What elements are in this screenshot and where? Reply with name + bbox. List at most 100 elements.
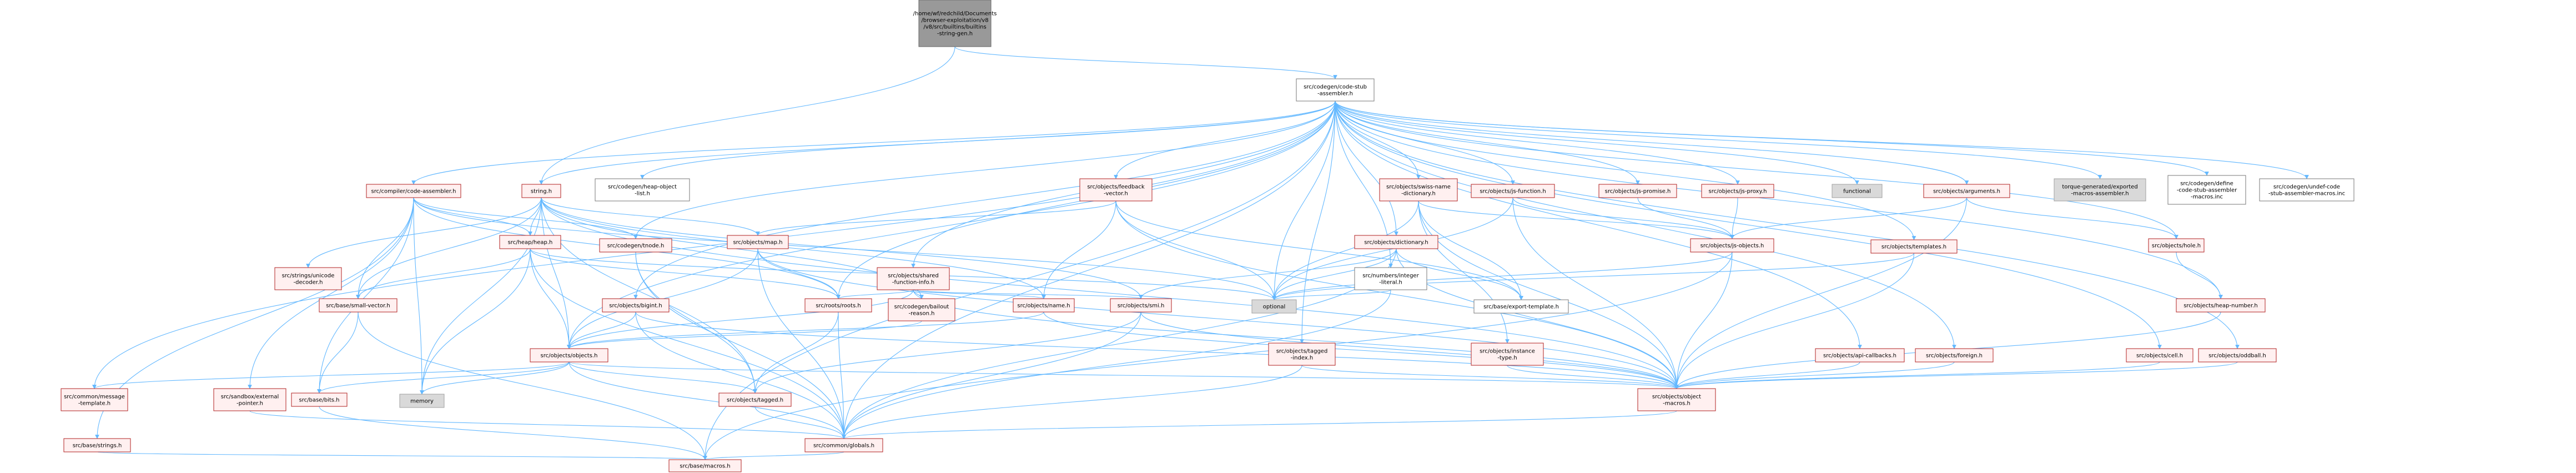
node-api-callbacks[interactable]: src/objects/api-callbacks.h	[1815, 348, 1905, 363]
node-box	[521, 184, 561, 198]
edge-arguments-to-hole	[1966, 197, 2178, 239]
node-tnode[interactable]: src/codegen/tnode.h	[599, 238, 672, 253]
node-torque[interactable]: torque-generated/exported-macros-assembl…	[2054, 178, 2146, 202]
edge-templates-to-object_macros	[1674, 253, 1915, 389]
node-objects[interactable]: src/objects/objects.h	[530, 348, 608, 363]
node-box	[366, 184, 461, 198]
node-js-objects[interactable]: src/objects/js-objects.h	[1690, 238, 1774, 253]
node-root[interactable]: /home/wf/redchild/Documents/browser-expl…	[913, 0, 997, 47]
node-sandbox-ext[interactable]: src/sandbox/external-pointer.h	[213, 388, 286, 411]
node-dictionary[interactable]: src/objects/dictionary.h	[1354, 235, 1438, 249]
node-feedback[interactable]: src/objects/feedback-vector.h	[1079, 178, 1153, 202]
node-map[interactable]: src/objects/map.h	[727, 235, 789, 249]
node-comp-ca[interactable]: src/compiler/code-assembler.h	[366, 184, 461, 198]
node-hole[interactable]: src/objects/hole.h	[2148, 238, 2205, 253]
edge-csa-to-torque	[1335, 100, 2102, 179]
node-oddball[interactable]: src/objects/oddball.h	[2198, 348, 2277, 363]
node-box	[1013, 298, 1075, 313]
node-functional[interactable]: functional	[1832, 184, 1883, 198]
node-label: src/codegen/code-stub	[1304, 84, 1367, 90]
node-box	[1915, 348, 1994, 363]
node-macros[interactable]: src/base/macros.h	[668, 459, 742, 472]
node-small-vector[interactable]: src/base/small-vector.h	[319, 298, 398, 313]
node-js-promise[interactable]: src/objects/js-promise.h	[1598, 184, 1677, 198]
node-tagged[interactable]: src/objects/tagged.h	[718, 393, 792, 407]
node-message-template[interactable]: src/common/message-template.h	[61, 388, 128, 411]
node-foreign[interactable]: src/objects/foreign.h	[1915, 348, 1994, 363]
edge-string-to-unicode	[306, 197, 542, 268]
node-tagged-index[interactable]: src/objects/tagged-index.h	[1268, 343, 1336, 366]
node-box	[877, 267, 950, 290]
edge-tagged_index-to-object_macros	[1301, 365, 1679, 389]
edge-feedback-to-map	[756, 200, 1116, 236]
node-memory[interactable]: memory	[399, 394, 445, 408]
node-label: functional	[1843, 189, 1871, 195]
edge-csa-to-js_function	[1335, 100, 1515, 185]
node-label: -template.h	[78, 401, 110, 407]
node-js-proxy[interactable]: src/objects/js-proxy.h	[1701, 184, 1774, 198]
node-export-template[interactable]: src/base/export-template.h	[1473, 299, 1569, 314]
edge-csa-to-undef_csa	[1335, 100, 2309, 179]
node-bits[interactable]: src/base/bits.h	[291, 393, 348, 407]
node-name[interactable]: src/objects/name.h	[1013, 298, 1075, 313]
node-box	[291, 393, 348, 407]
node-label: src/objects/hole.h	[2152, 243, 2201, 249]
node-box	[804, 438, 883, 452]
node-box	[1870, 239, 1958, 254]
node-label: src/objects/swiss-name	[1386, 184, 1451, 190]
node-numbers-int[interactable]: src/numbers/integer-literal.h	[1354, 267, 1427, 290]
node-optional[interactable]: optional	[1251, 299, 1297, 314]
node-bigint[interactable]: src/objects/bigint.h	[602, 298, 670, 313]
edge-templates-to-optional	[1272, 253, 1915, 300]
node-label: src/codegen/heap-object	[608, 184, 677, 190]
node-string[interactable]: string.h	[521, 184, 561, 198]
node-roots[interactable]: src/roots/roots.h	[804, 298, 872, 313]
node-heap[interactable]: src/heap/heap.h	[499, 235, 561, 249]
edge-instance_type-to-object_macros	[1507, 365, 1679, 389]
node-box	[1690, 238, 1774, 253]
node-label: -assembler.h	[1317, 91, 1353, 97]
node-box	[602, 298, 670, 313]
edge-roots-to-globals	[838, 311, 846, 439]
node-heap-number[interactable]: src/objects/heap-number.h	[2176, 298, 2266, 313]
edge-js_objects-to-macros	[703, 251, 1733, 460]
node-globals[interactable]: src/common/globals.h	[804, 438, 883, 452]
node-swiss[interactable]: src/objects/swiss-name-dictionary.h	[1379, 178, 1458, 202]
node-arguments[interactable]: src/objects/arguments.h	[1923, 184, 2010, 198]
edge-csa-to-arguments	[1335, 100, 1969, 185]
node-undef-csa[interactable]: src/codegen/undef-code-stub-assembler-ma…	[2259, 178, 2354, 202]
node-js-function[interactable]: src/objects/js-function.h	[1471, 184, 1555, 198]
node-strings[interactable]: src/base/strings.h	[63, 438, 131, 452]
node-label: -string-gen.h	[937, 31, 973, 37]
node-label: -type.h	[1497, 355, 1517, 361]
edge-bailout-to-objects	[567, 320, 922, 349]
node-cell[interactable]: src/objects/cell.h	[2126, 348, 2193, 363]
node-label: string.h	[531, 189, 552, 195]
node-box	[2176, 298, 2266, 313]
edge-dictionary-to-smi	[1139, 248, 1397, 299]
edge-tagged-to-globals	[754, 406, 846, 439]
node-instance-type[interactable]: src/objects/instance-type.h	[1471, 343, 1544, 366]
edge-csa-to-tagged_index	[1300, 100, 1336, 344]
node-unicode[interactable]: src/strings/unicode-decoder.h	[274, 267, 342, 290]
node-templates[interactable]: src/objects/templates.h	[1870, 239, 1958, 254]
node-label: -vector.h	[1104, 191, 1128, 197]
node-label: src/objects/bigint.h	[609, 303, 662, 309]
node-smi[interactable]: src/objects/smi.h	[1110, 298, 1172, 313]
edge-js_promise-to-js_objects	[1637, 197, 1734, 239]
node-define-csa[interactable]: src/codegen/define-code-stub-assembler-m…	[2167, 175, 2246, 205]
node-shared-fi[interactable]: src/objects/shared-function-info.h	[877, 267, 950, 290]
edge-api_callbacks-to-object_macros	[1674, 361, 1860, 389]
node-csa[interactable]: src/codegen/code-stub-assembler.h	[1296, 78, 1375, 102]
node-object-macros[interactable]: src/objects/object-macros.h	[1637, 388, 1716, 411]
edge-objects-to-memory	[420, 361, 570, 395]
node-heap-obj-list[interactable]: src/codegen/heap-object-list.h	[595, 178, 690, 202]
node-box	[1815, 348, 1905, 363]
node-label: -macros.h	[1663, 401, 1690, 407]
edge-bigint-to-objects	[567, 311, 636, 349]
edge-tnode-to-globals	[635, 251, 846, 439]
node-box	[61, 388, 128, 411]
edge-heap-to-globals	[530, 248, 846, 439]
edge-shared_fi-to-name	[913, 289, 1046, 299]
node-bailout[interactable]: src/codegen/bailout-reason.h	[888, 298, 955, 321]
